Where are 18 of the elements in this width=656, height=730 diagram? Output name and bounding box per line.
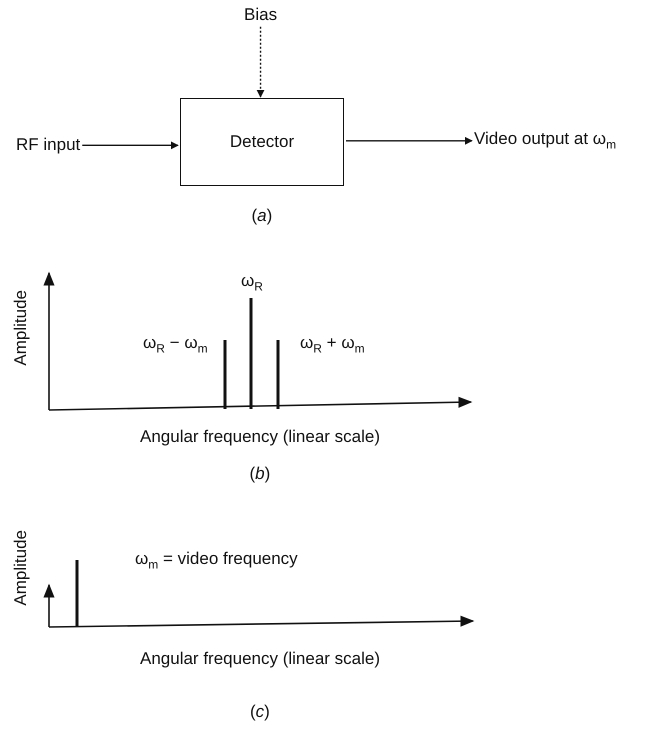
axis-title: Angular frequency (linear scale) bbox=[140, 428, 380, 447]
output-label: Video output at ω$_{m}$ bbox=[474, 130, 616, 152]
process-box: Detector bbox=[180, 98, 344, 186]
arrow bbox=[82, 141, 179, 150]
axis-title: Angular frequency (linear scale) bbox=[140, 650, 380, 669]
panel-caption: (a) bbox=[252, 207, 272, 226]
arrow bbox=[346, 136, 473, 145]
panel-caption: (c) bbox=[250, 703, 270, 722]
annotation: ω$_{m}$ = video frequency bbox=[135, 550, 298, 572]
axis-title: Amplitude bbox=[12, 530, 31, 606]
arrow bbox=[256, 26, 265, 98]
frequency-label: ω$_{R}$ + ω$_{m}$ bbox=[300, 334, 365, 356]
panel-caption: (b) bbox=[250, 465, 270, 484]
axis-title: Amplitude bbox=[12, 290, 31, 366]
frequency-label: ω$_{R}$ bbox=[241, 272, 263, 294]
input-label: RF input bbox=[16, 136, 80, 155]
frequency-label: ω$_{R}$ − ω$_{m}$ bbox=[143, 334, 208, 356]
input-label: Bias bbox=[244, 6, 278, 25]
